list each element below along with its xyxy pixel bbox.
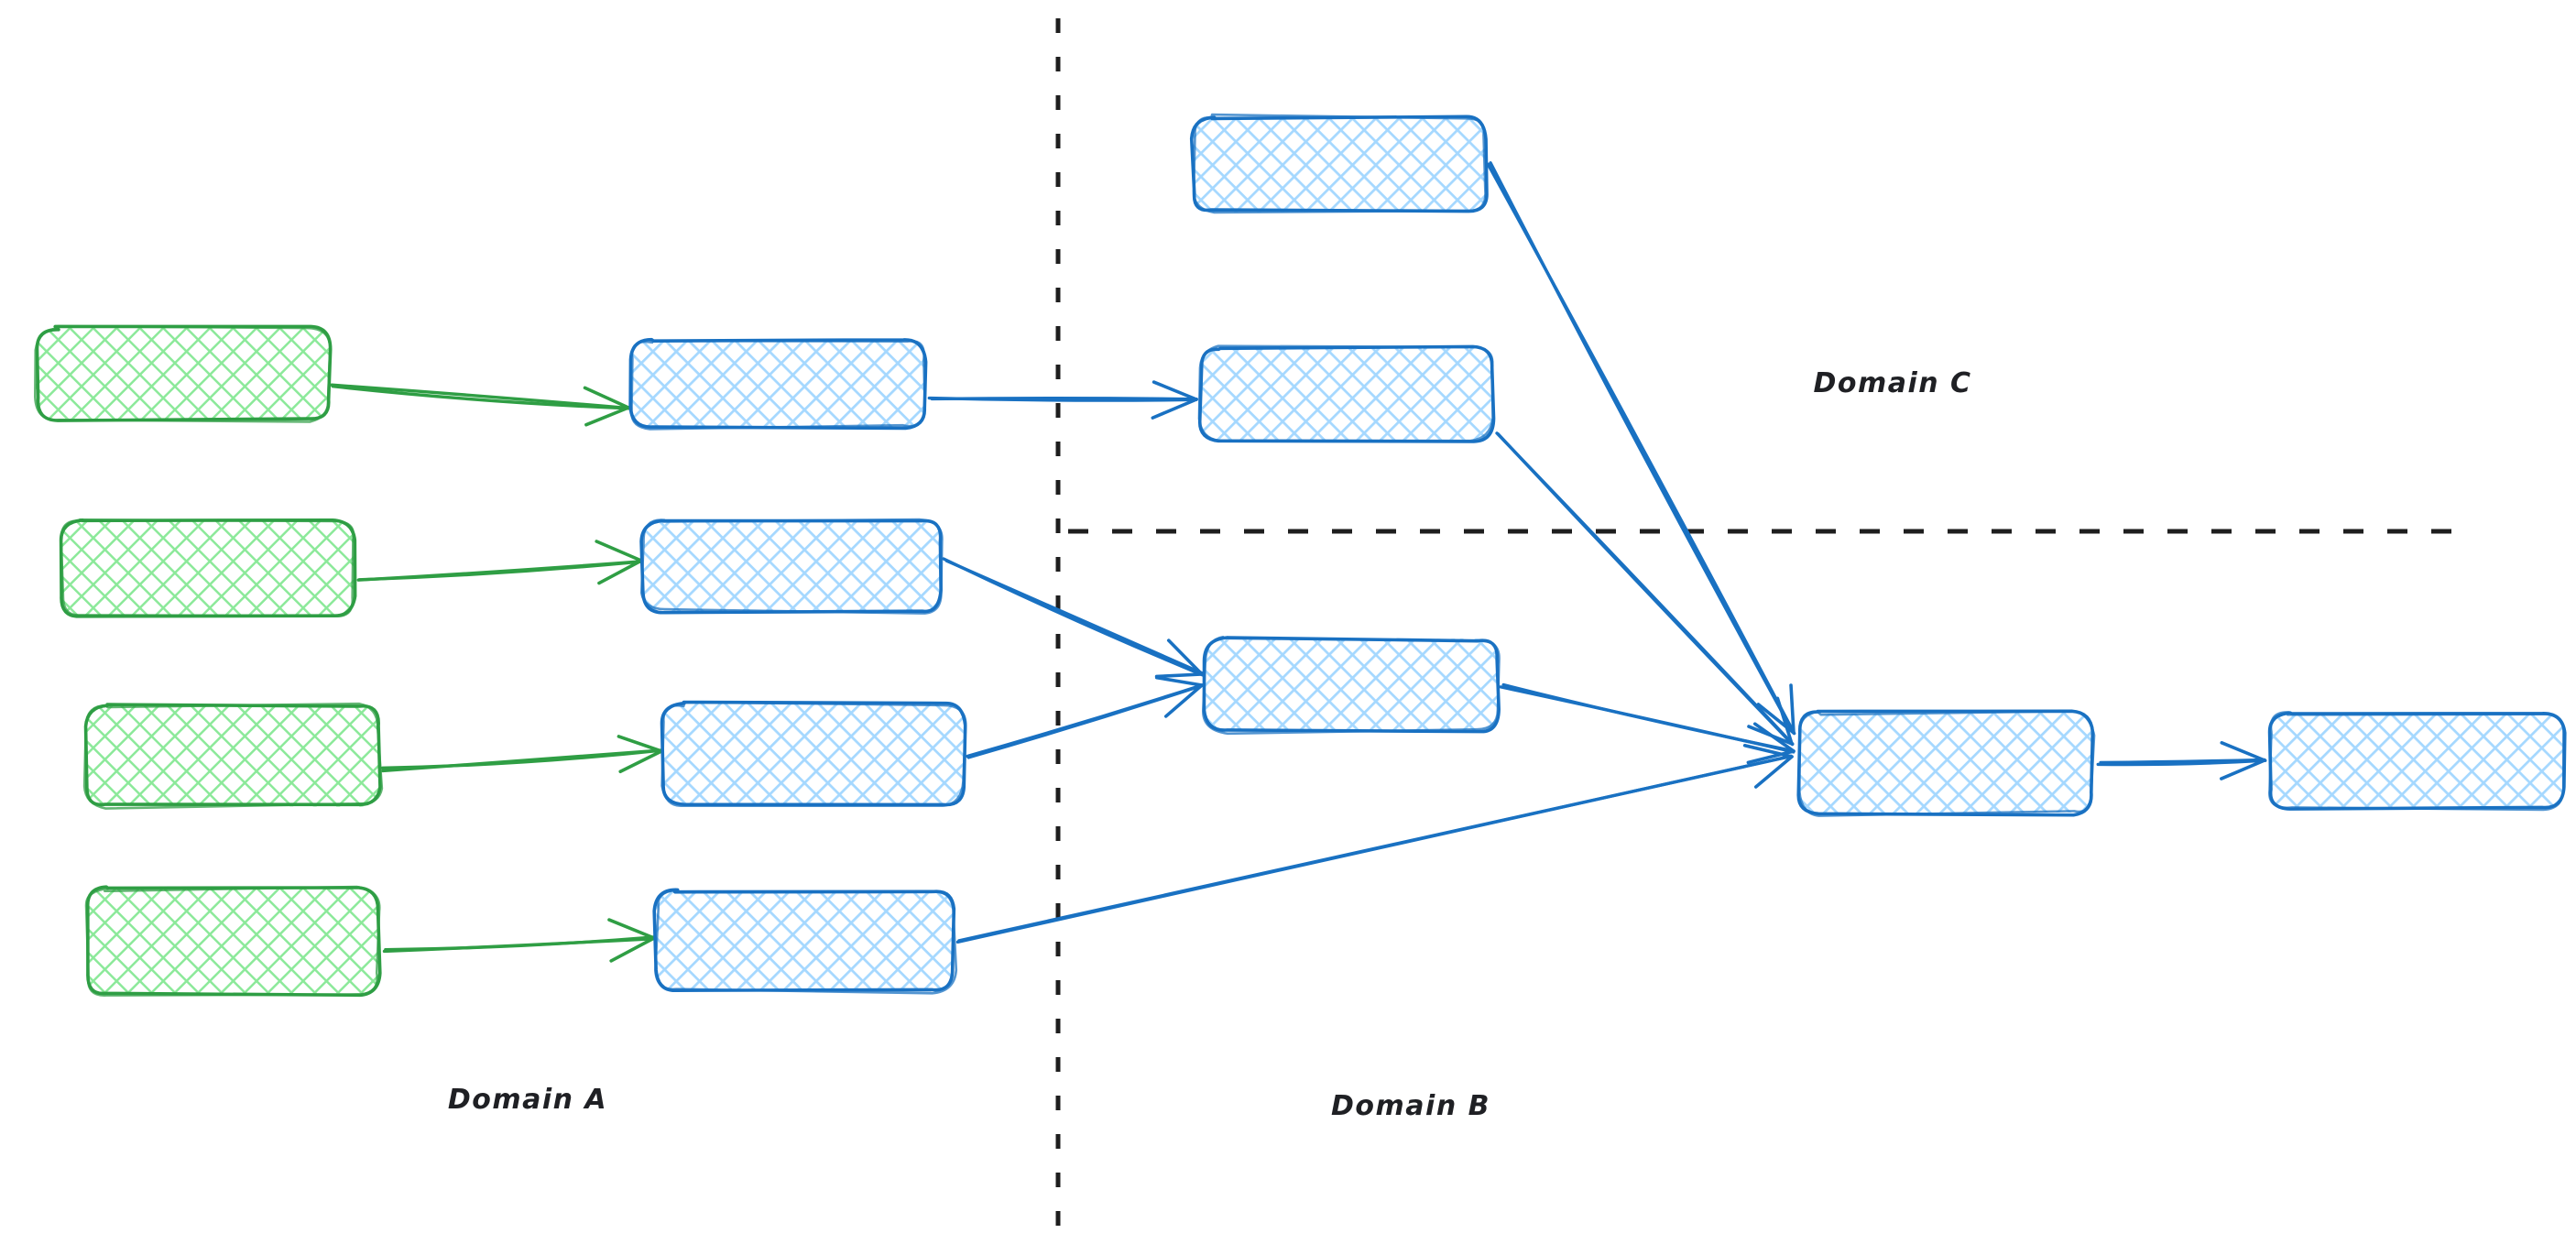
node-a3[interactable]	[82, 702, 384, 810]
edge-b2-to-c3	[942, 557, 1205, 679]
node-c5[interactable]	[2267, 711, 2567, 812]
edge-a1-to-b1	[330, 383, 631, 427]
edge-c4-to-c5	[2096, 741, 2267, 780]
edge-c1-to-c4	[1486, 161, 1796, 736]
edge-b3-to-c3	[966, 675, 1205, 759]
node-c3[interactable]	[1201, 635, 1501, 736]
node-b1[interactable]	[628, 337, 928, 431]
label-domain-c: Domain C	[1813, 367, 1971, 399]
node-c4[interactable]	[1796, 709, 2096, 817]
label-domain-b: Domain B	[1331, 1090, 1490, 1122]
edge-a3-to-b3	[380, 735, 664, 774]
edge-c3-to-c4	[1499, 682, 1796, 765]
node-a2[interactable]	[59, 518, 357, 618]
node-c2[interactable]	[1197, 344, 1496, 443]
node-b3[interactable]	[660, 700, 967, 807]
edge-b4-to-c4	[955, 743, 1794, 944]
node-layer	[34, 113, 2567, 998]
edge-c2-to-c4	[1495, 431, 1795, 747]
node-b4[interactable]	[652, 888, 958, 995]
edge-b1-to-c2	[927, 380, 1198, 420]
edge-layer	[330, 161, 2267, 963]
node-a1[interactable]	[34, 324, 333, 423]
edge-a2-to-b2	[356, 540, 644, 585]
edge-a4-to-b4	[382, 918, 657, 963]
node-c1[interactable]	[1189, 113, 1489, 214]
label-layer: Domain A Domain B Domain C	[448, 367, 1971, 1122]
label-domain-a: Domain A	[448, 1084, 607, 1116]
node-a4[interactable]	[84, 885, 382, 998]
divider-layer	[1055, 18, 2451, 1241]
node-b2[interactable]	[639, 518, 944, 615]
